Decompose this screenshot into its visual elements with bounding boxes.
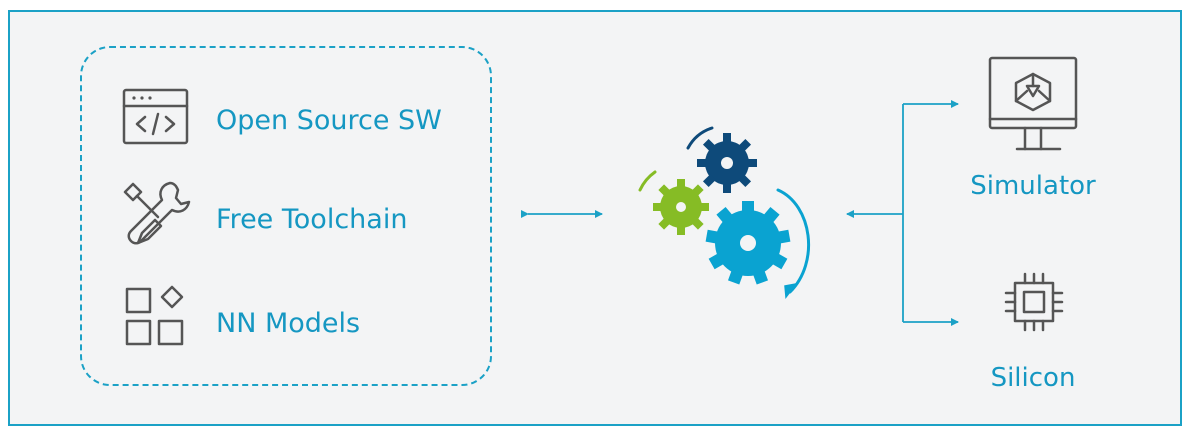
nn-models-label: NN Models (216, 308, 361, 339)
simulator-label: Simulator (970, 171, 1096, 201)
model-blocks-icon (125, 285, 184, 346)
silicon-label: Silicon (990, 363, 1076, 393)
gears-icon (638, 126, 811, 299)
free-toolchain-label: Free Toolchain (216, 204, 408, 235)
connector-lines (846, 100, 959, 326)
software-group-box (80, 46, 492, 386)
wrench-screwdriver-icon (123, 181, 191, 245)
open-source-sw-label: Open Source SW (216, 105, 442, 136)
diagram-frame (8, 10, 1182, 426)
monitor-network-icon (988, 56, 1078, 151)
chip-icon (1004, 272, 1064, 332)
code-window-icon (122, 88, 189, 145)
